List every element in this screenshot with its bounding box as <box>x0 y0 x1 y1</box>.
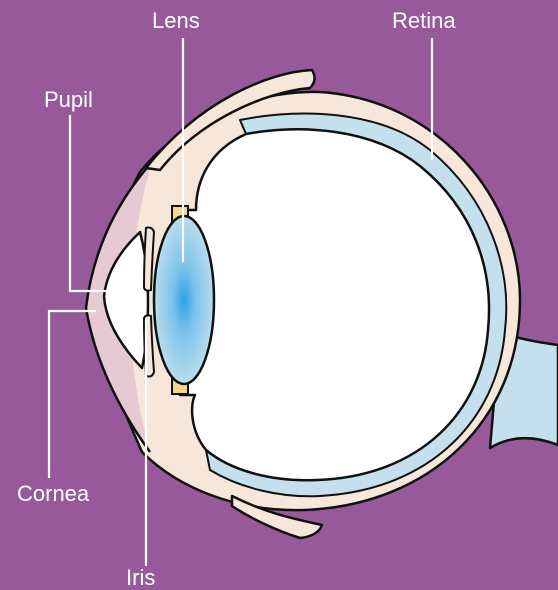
retina-label: Retina <box>392 10 456 32</box>
iris-label: Iris <box>126 567 155 589</box>
pupil-label: Pupil <box>44 89 93 111</box>
cornea-leader <box>49 311 96 478</box>
lens-label: Lens <box>152 10 200 32</box>
cornea-label: Cornea <box>17 483 89 505</box>
